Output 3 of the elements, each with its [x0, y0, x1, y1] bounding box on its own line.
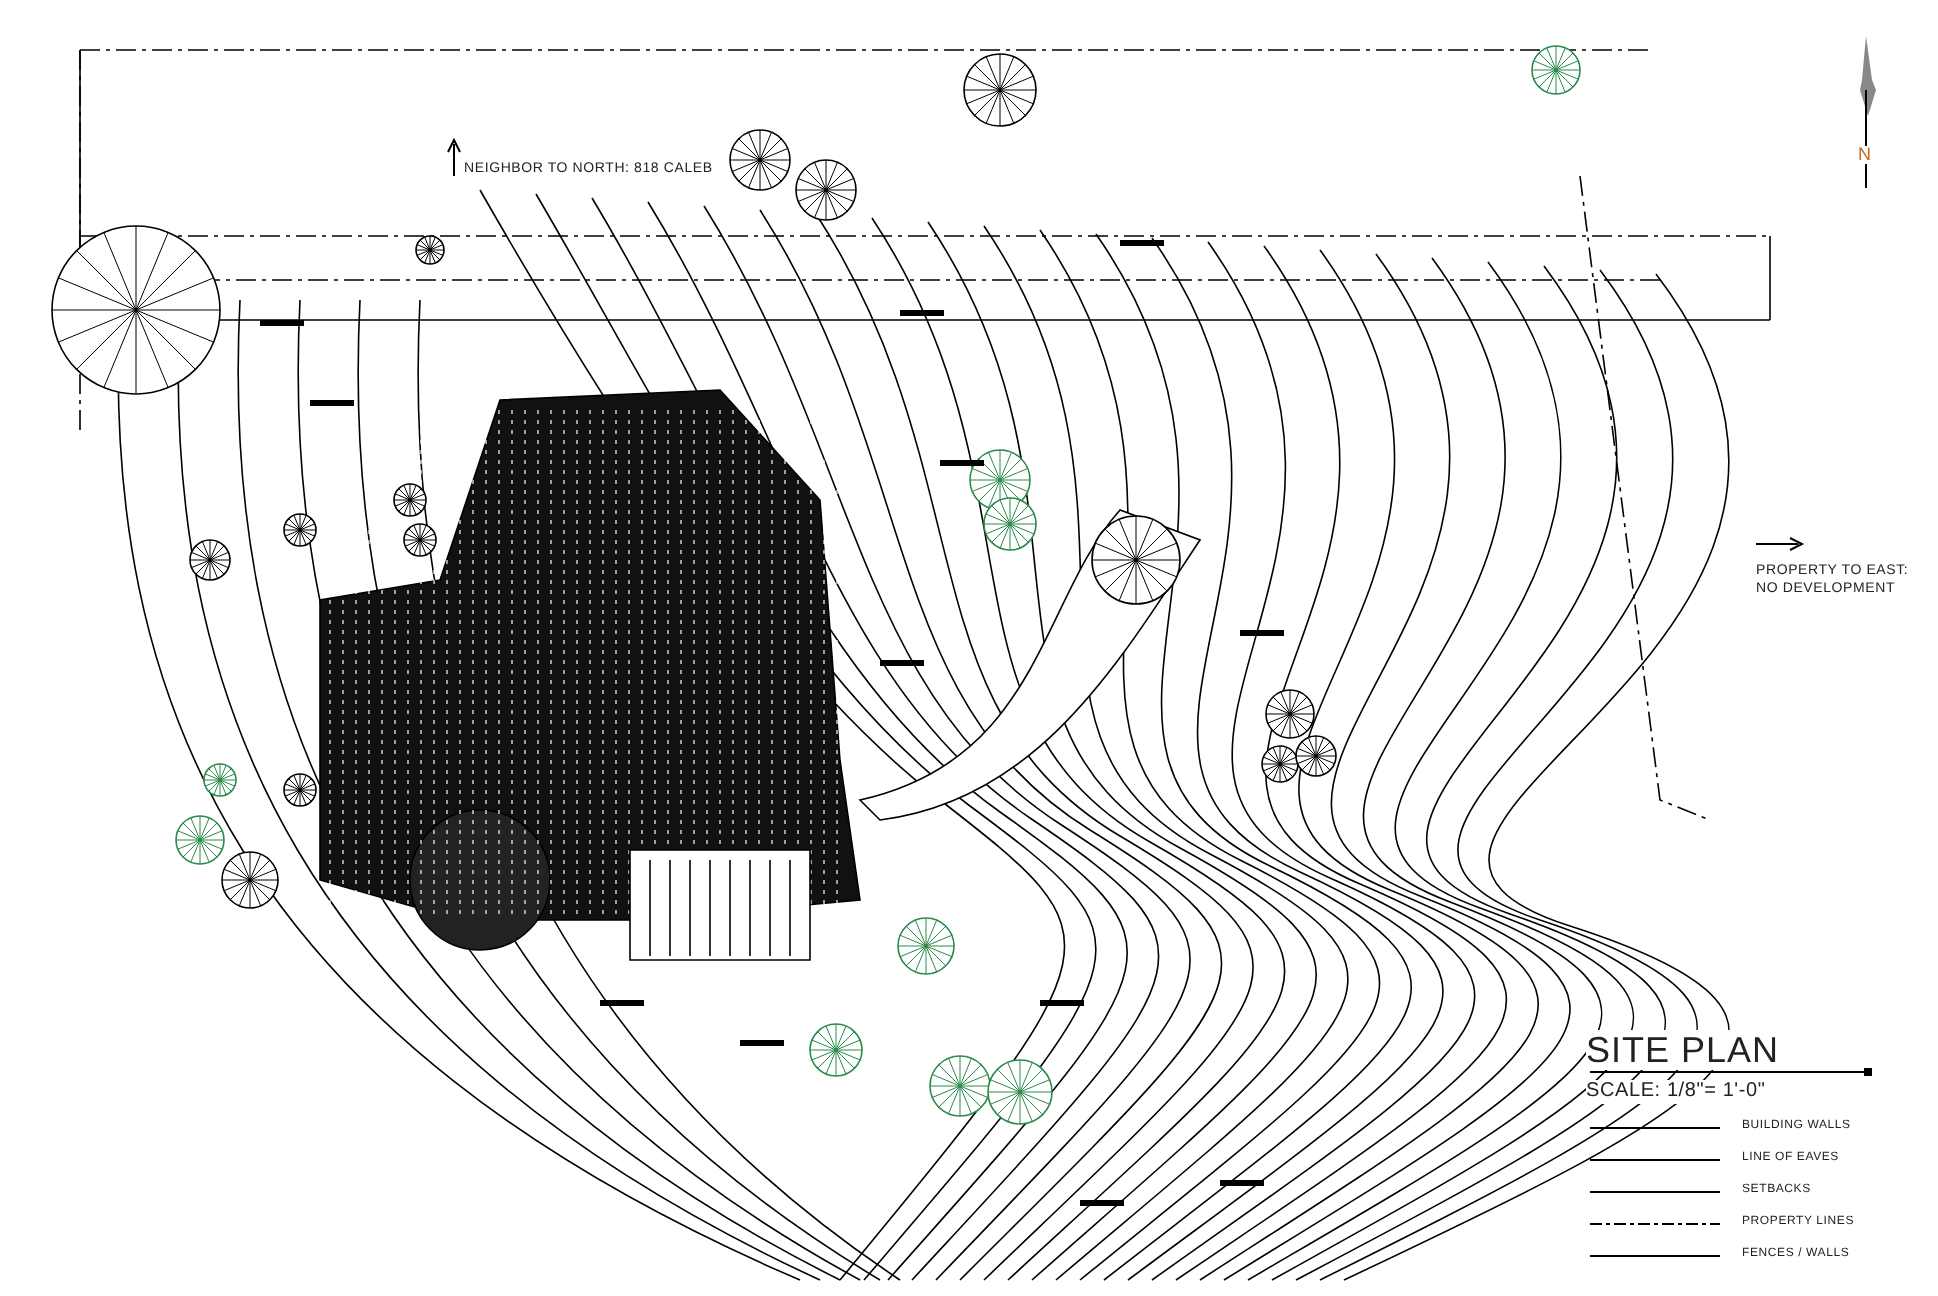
scale-text: SCALE: 1/8"= 1'-0": [1586, 1080, 1766, 1104]
north-letter: N: [1858, 146, 1872, 164]
plan-title: SITE PLAN: [1586, 1030, 1780, 1070]
